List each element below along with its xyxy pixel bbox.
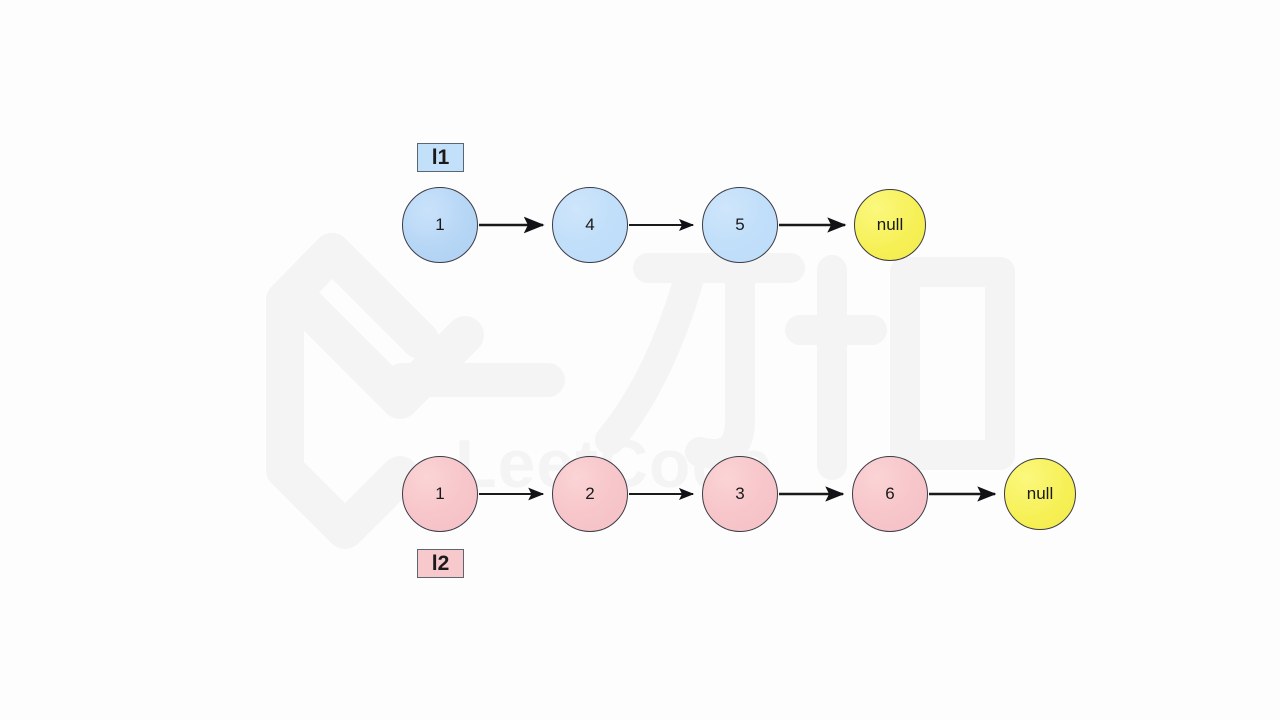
node-label: null xyxy=(876,215,904,234)
node-l1-4[interactable]: 4 xyxy=(552,187,628,263)
node-label: 4 xyxy=(585,215,595,234)
node-label: null xyxy=(1026,484,1054,503)
node-label: 3 xyxy=(735,484,745,503)
node-label: 5 xyxy=(735,215,745,234)
node-label: 6 xyxy=(885,484,895,503)
node-l1-null[interactable]: null xyxy=(854,189,926,261)
list-label-l1: l1 xyxy=(417,143,464,172)
node-label: 2 xyxy=(585,484,595,503)
node-label: 1 xyxy=(435,484,445,503)
node-l2-6[interactable]: 6 xyxy=(852,456,928,532)
list-label-l2: l2 xyxy=(417,549,464,578)
node-l2-2[interactable]: 2 xyxy=(552,456,628,532)
node-l2-3[interactable]: 3 xyxy=(702,456,778,532)
node-l1-5[interactable]: 5 xyxy=(702,187,778,263)
node-l2-null[interactable]: null xyxy=(1004,458,1076,530)
node-l2-1[interactable]: 1 xyxy=(402,456,478,532)
node-label: 1 xyxy=(435,215,445,234)
node-l1-1[interactable]: 1 xyxy=(402,187,478,263)
